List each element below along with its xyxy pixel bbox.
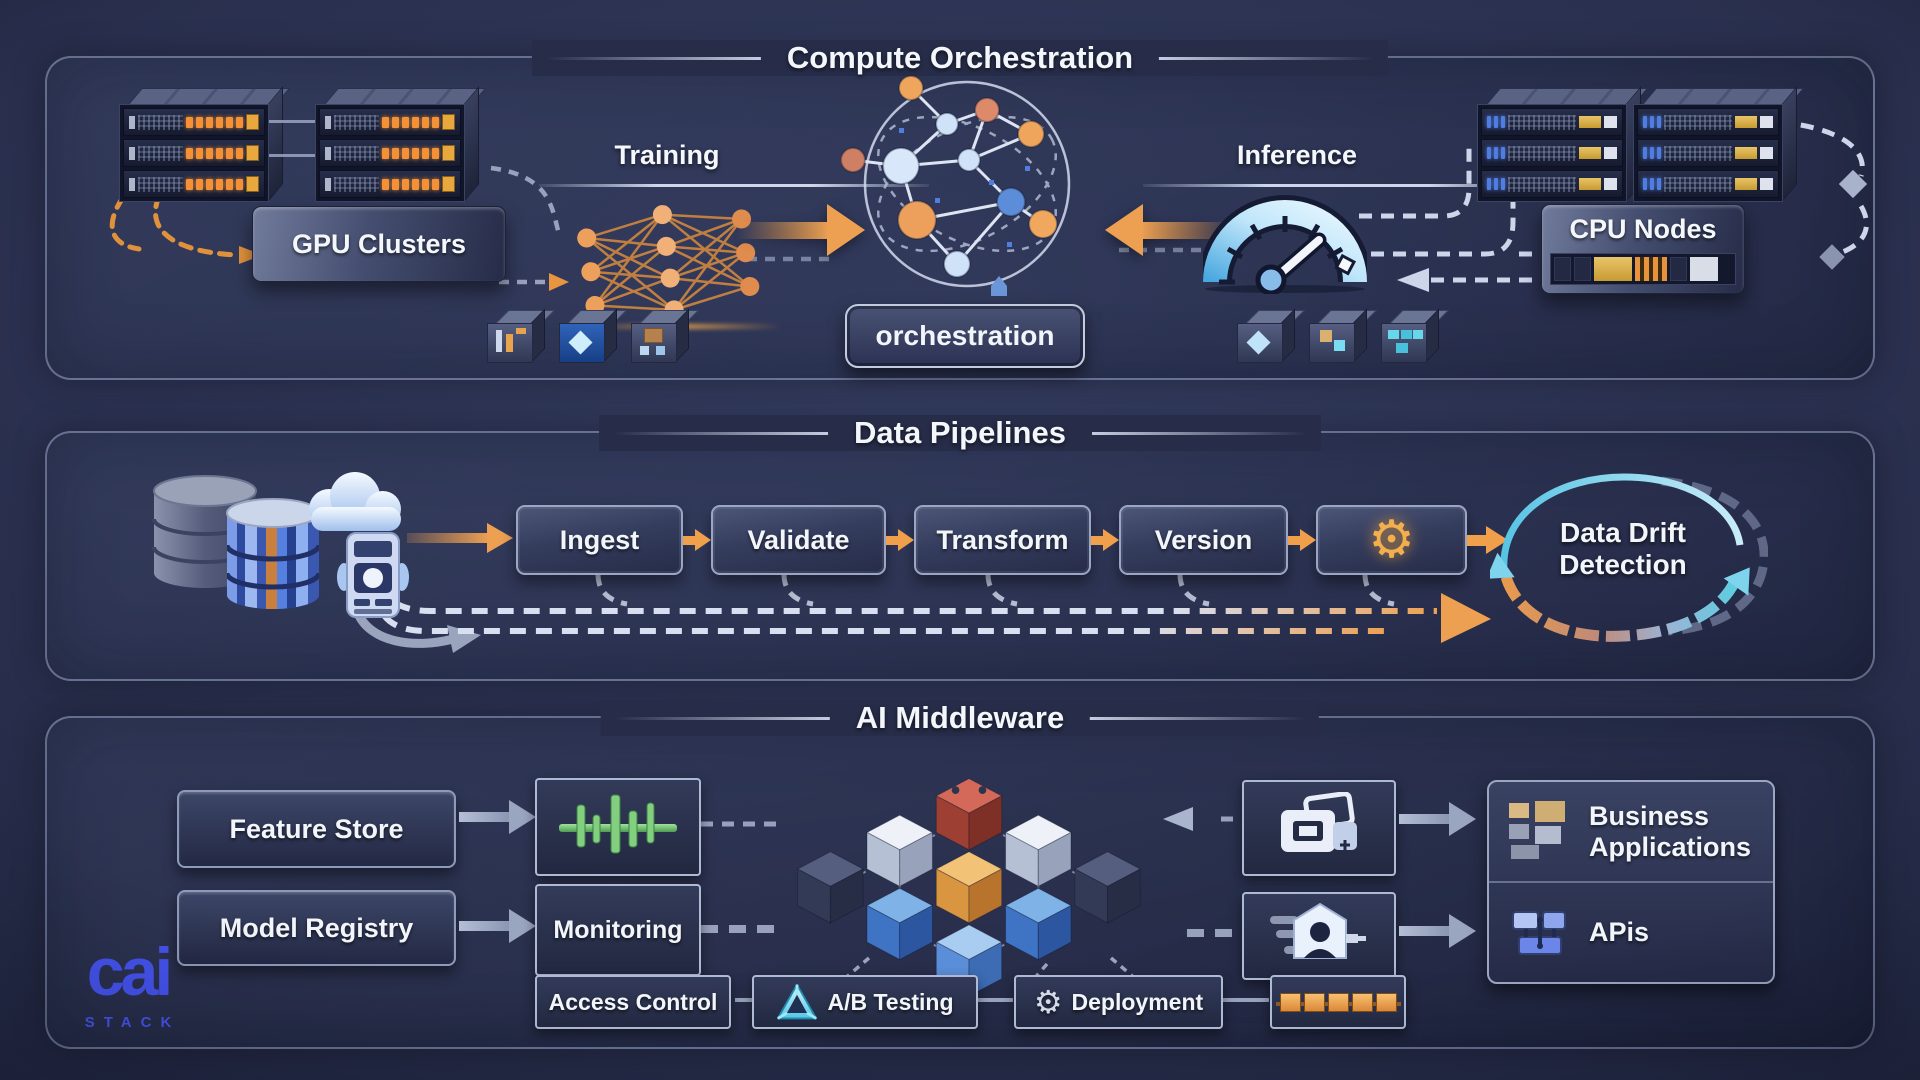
gpu-rack-icon <box>315 86 487 202</box>
access-control-label: Access Control <box>548 988 718 1015</box>
business-applications-label: Business Applications <box>1589 801 1752 862</box>
orchestration-label: orchestration <box>875 320 1055 351</box>
deployment-gear-icon: ⚙ <box>1033 983 1063 1021</box>
apis-label: APis <box>1589 917 1650 948</box>
stage-validate-label: Validate <box>747 524 850 555</box>
rack-link <box>269 154 315 157</box>
inference-label: Inference <box>1236 140 1358 170</box>
stage-transform: Transform <box>914 505 1091 575</box>
ab-testing-box: A/B Testing <box>752 975 978 1029</box>
cpu-led-strip <box>1550 253 1736 285</box>
monitoring-box: Monitoring <box>535 884 701 976</box>
pipeline-row: Ingest Validate Transform Version ⚙ <box>516 505 1509 575</box>
monitoring-label: Monitoring <box>553 915 683 944</box>
orchestration-graph-icon <box>841 75 1071 296</box>
ai-middleware-panel: AI Middleware Feature Store Model <box>45 700 1875 1049</box>
data-drift-loop: Data Drift Detection <box>1486 459 1769 653</box>
flow-arrow <box>683 525 711 555</box>
cube-icons-right <box>1237 308 1449 364</box>
ab-crystal-icon <box>777 983 818 1020</box>
brand-subtitle: STACK <box>84 1014 181 1031</box>
api-icon <box>1512 910 1566 955</box>
middleware-cubes-icon <box>797 778 1141 997</box>
applications-box <box>1242 780 1396 876</box>
rack-link <box>269 120 315 123</box>
stage-version: Version <box>1119 505 1288 575</box>
copier-icon <box>1281 792 1357 852</box>
brand-logo: cai STACK <box>50 938 206 1031</box>
drift-label-line2: Detection <box>1559 549 1687 581</box>
stage-gear-box: ⚙ <box>1316 505 1467 575</box>
stage-transform-label: Transform <box>936 524 1069 555</box>
capacity-blocks-box <box>1270 975 1406 1029</box>
diamond-cube-icon <box>1237 308 1305 364</box>
ab-testing-label: A/B Testing <box>827 988 954 1015</box>
drift-label-line1: Data Drift <box>1559 517 1686 548</box>
chart-cube-icon <box>487 308 555 364</box>
orchestration-button: orchestration <box>845 304 1085 368</box>
drift-label: Data Drift Detection <box>1518 517 1728 581</box>
deployment-box: ⚙ Deployment <box>1014 975 1223 1029</box>
deployment-label: Deployment <box>1071 988 1204 1015</box>
consumers-panel: Business Applications APis <box>1487 780 1775 984</box>
apis-row: APis <box>1489 881 1773 982</box>
cpu-rack-icon <box>1477 86 1649 202</box>
user-access-icon <box>1270 902 1366 959</box>
business-applications-row: Business Applications <box>1489 782 1773 881</box>
feature-store-label: Feature Store <box>229 813 404 844</box>
model-registry-arrow <box>459 909 537 943</box>
model-registry-box: Model Registry <box>177 890 456 966</box>
cpu-nodes-box: CPU Nodes <box>1541 204 1745 294</box>
stage-ingest: Ingest <box>516 505 683 575</box>
stage-version-label: Version <box>1154 524 1253 555</box>
feature-store-arrow <box>459 800 537 834</box>
package-cube-icon <box>631 308 699 364</box>
access-control-box: Access Control <box>535 975 731 1029</box>
model-registry-label: Model Registry <box>219 912 414 943</box>
business-grid-icon <box>1509 800 1571 863</box>
cpu-rack-icon <box>1633 86 1805 202</box>
cube-icons-left <box>487 308 699 364</box>
flow-arrow <box>1091 525 1119 555</box>
waveform-icon <box>559 794 677 854</box>
flow-arrow <box>886 525 914 555</box>
brand-wordmark: cai <box>86 934 174 1010</box>
waveform-box <box>535 778 701 876</box>
stage-ingest-label: Ingest <box>559 524 640 555</box>
stream-device-icon <box>337 532 409 618</box>
teal-blocks-cube-icon <box>1381 308 1449 364</box>
compute-orchestration-panel: Compute Orchestration <box>45 40 1875 380</box>
gpu-clusters-label: GPU Clusters <box>291 228 467 259</box>
speedometer-icon <box>1203 195 1367 294</box>
apis-arrow <box>1399 914 1477 948</box>
gpu-clusters-box: GPU Clusters <box>252 206 506 282</box>
feature-store-box: Feature Store <box>177 790 456 868</box>
cloud-icon <box>309 472 401 531</box>
orange-blocks-icon <box>1275 992 1401 1012</box>
data-pipelines-panel: Data Pipelines <box>45 415 1875 681</box>
pipeline-gear-icon: ⚙ <box>1368 510 1415 570</box>
flow-arrow <box>1288 525 1316 555</box>
cpu-nodes-label: CPU Nodes <box>1569 213 1717 244</box>
blocks-cube-icon <box>1309 308 1377 364</box>
business-apps-arrow <box>1399 802 1477 836</box>
stage-validate: Validate <box>711 505 886 575</box>
ingest-arrow <box>407 523 515 553</box>
user-access-box <box>1242 892 1396 980</box>
diamond-cube-icon <box>559 308 627 364</box>
gpu-rack-icon <box>119 86 291 202</box>
training-label: Training <box>614 140 720 170</box>
